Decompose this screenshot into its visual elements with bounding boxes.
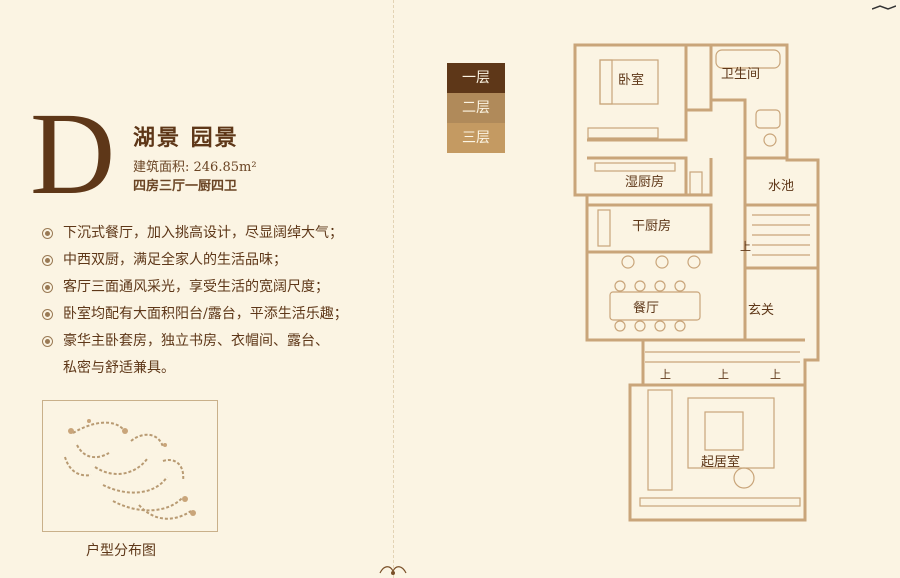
floor-tab-2[interactable]: 二层 xyxy=(447,93,505,123)
feature-item: 中西双厨，满足全家人的生活品味； xyxy=(42,247,382,274)
feature-item: 豪华主卧套房，独立书房、衣帽间、露台、 xyxy=(42,328,382,355)
floor-tab-1[interactable]: 一层 xyxy=(447,63,505,93)
bullet-icon xyxy=(42,336,53,347)
room-label-dry-kitchen: 干厨房 xyxy=(632,218,671,234)
bullet-icon xyxy=(42,255,53,266)
page-spine xyxy=(393,0,395,578)
room-summary: 四房三厅一厨四卫 xyxy=(133,179,238,194)
unit-type-letter: D xyxy=(30,88,116,219)
bullet-icon xyxy=(42,309,53,320)
floor-tab-3[interactable]: 三层 xyxy=(447,123,505,153)
room-label-bedroom: 卧室 xyxy=(618,72,644,88)
feature-item: 客厅三面通风采光，享受生活的宽阔尺度； xyxy=(42,274,382,301)
bullet-icon xyxy=(42,228,53,239)
feature-item: 下沉式餐厅，加入挑高设计，尽显阔绰大气； xyxy=(42,220,382,247)
room-label-bathroom: 卫生间 xyxy=(721,67,760,82)
bullet-icon xyxy=(42,282,53,293)
stair-up-label: 上 xyxy=(740,240,751,253)
ornament-icon xyxy=(379,566,407,575)
logo-icon xyxy=(872,5,896,10)
room-label-wet-kitchen: 湿厨房 xyxy=(625,174,664,190)
stair-up-label: 上 xyxy=(718,368,729,381)
stair-up-label: 上 xyxy=(660,368,671,381)
building-area: 建筑面积: 246.85m² xyxy=(133,160,257,175)
feature-item-continued: 私密与舒适兼具。 xyxy=(63,360,175,376)
site-plan-map xyxy=(42,400,218,532)
stair-up-label: 上 xyxy=(770,368,781,381)
unit-title: 湖景 园景 xyxy=(133,125,239,151)
room-label-dining: 餐厅 xyxy=(633,300,659,316)
feature-list: 下沉式餐厅，加入挑高设计，尽显阔绰大气； 中西双厨，满足全家人的生活品味； 客厅… xyxy=(42,220,382,382)
room-label-living: 起居室 xyxy=(701,454,740,470)
feature-item: 卧室均配有大面积阳台/露台，平添生活乐趣； xyxy=(42,301,382,328)
site-plan-caption: 户型分布图 xyxy=(86,543,156,559)
room-label-pool: 水池 xyxy=(768,179,794,194)
room-label-foyer: 玄关 xyxy=(748,303,774,318)
